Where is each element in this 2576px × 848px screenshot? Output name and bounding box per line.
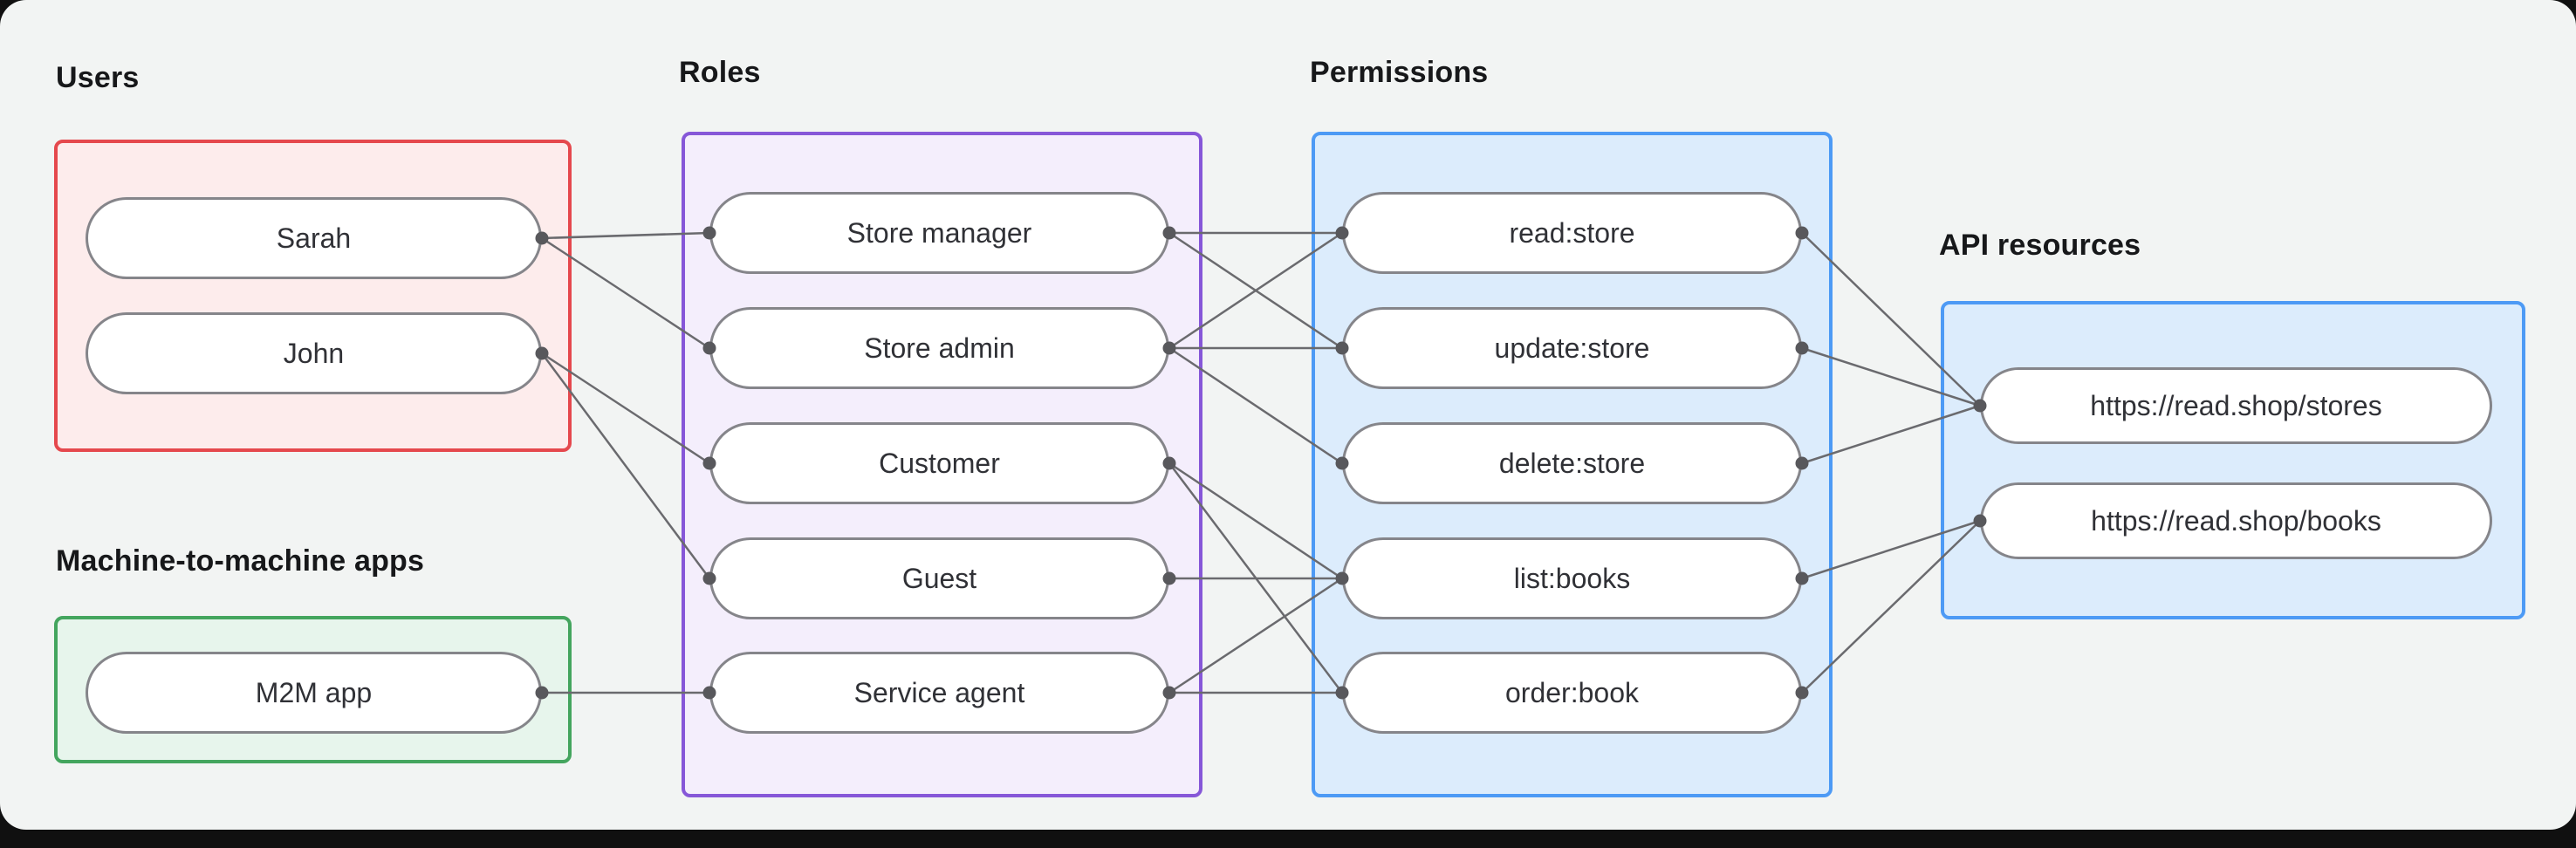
m2m-group-label: Machine-to-machine apps	[56, 544, 425, 578]
roles-group-label: Roles	[679, 56, 761, 89]
permissions-node: update:store	[1342, 307, 1802, 389]
api-resources-group-label: API resources	[1939, 229, 2141, 262]
api-resources-group-box	[1941, 301, 2525, 619]
roles-node: Customer	[709, 422, 1169, 504]
users-group-label: Users	[56, 61, 140, 94]
roles-node: Guest	[709, 537, 1169, 619]
users-group-box	[54, 140, 572, 452]
roles-node: Service agent	[709, 652, 1169, 734]
resources-node: https://read.shop/books	[1980, 482, 2492, 559]
permissions-node: order:book	[1342, 652, 1802, 734]
permissions-node: list:books	[1342, 537, 1802, 619]
permissions-group-label: Permissions	[1310, 56, 1489, 89]
permissions-node: read:store	[1342, 192, 1802, 274]
permissions-node: delete:store	[1342, 422, 1802, 504]
resources-node: https://read.shop/stores	[1980, 367, 2492, 444]
users-node: John	[86, 312, 542, 394]
m2m-node: M2M app	[86, 652, 542, 734]
users-node: Sarah	[86, 197, 542, 279]
diagram-panel: Users Machine-to-machine apps Roles Perm…	[0, 0, 2576, 830]
roles-node: Store manager	[709, 192, 1169, 274]
roles-node: Store admin	[709, 307, 1169, 389]
